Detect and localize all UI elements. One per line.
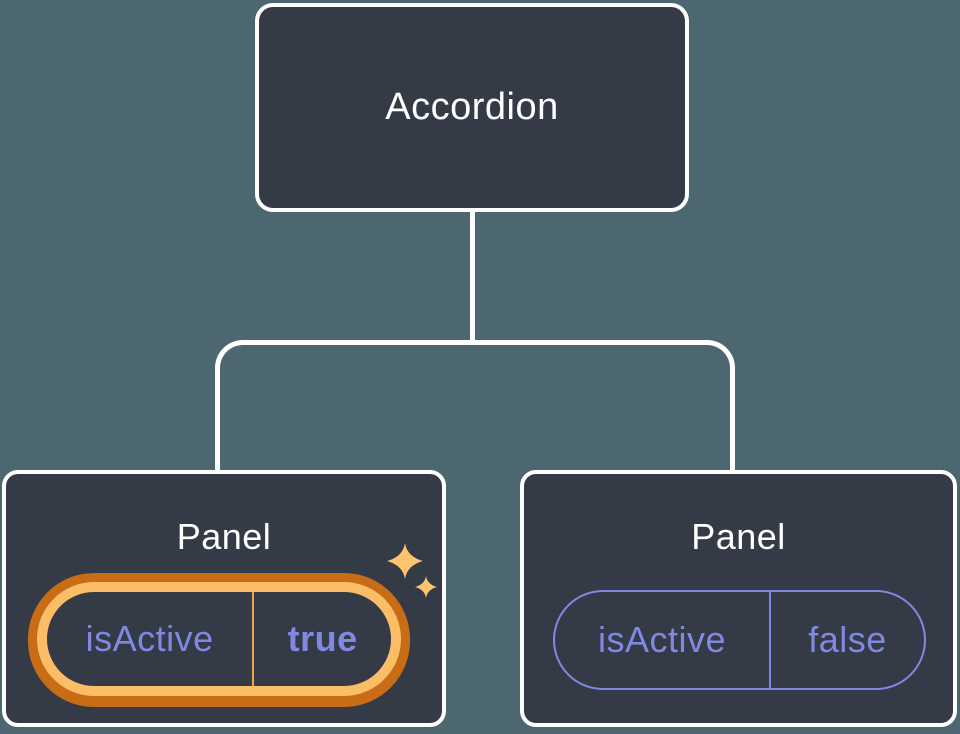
state-key-label: isActive xyxy=(85,618,214,659)
panel-title: Panel xyxy=(176,516,272,557)
sparkle-small-icon xyxy=(415,576,437,598)
panel-node-inactive: Panel isActive false xyxy=(520,470,957,727)
pill-divider xyxy=(769,592,772,688)
tree-trunk-connector xyxy=(470,210,475,343)
state-key-label: isActive xyxy=(598,619,727,660)
tree-branch-connector xyxy=(215,340,735,471)
pill-divider xyxy=(252,592,255,686)
state-value-label: false xyxy=(808,619,887,660)
state-pill-active: isActive true xyxy=(28,573,410,705)
accordion-node-label: Accordion xyxy=(385,86,559,128)
panel-node-active: Panel isActive true xyxy=(2,470,446,727)
state-value-label: true xyxy=(287,618,358,659)
state-pill-active-ring: isActive true xyxy=(37,582,401,696)
panel-title: Panel xyxy=(691,516,786,557)
state-pill-active-content: isActive true xyxy=(47,592,391,686)
accordion-node: Accordion xyxy=(255,3,689,212)
state-pill-inactive: isActive false xyxy=(553,590,926,690)
